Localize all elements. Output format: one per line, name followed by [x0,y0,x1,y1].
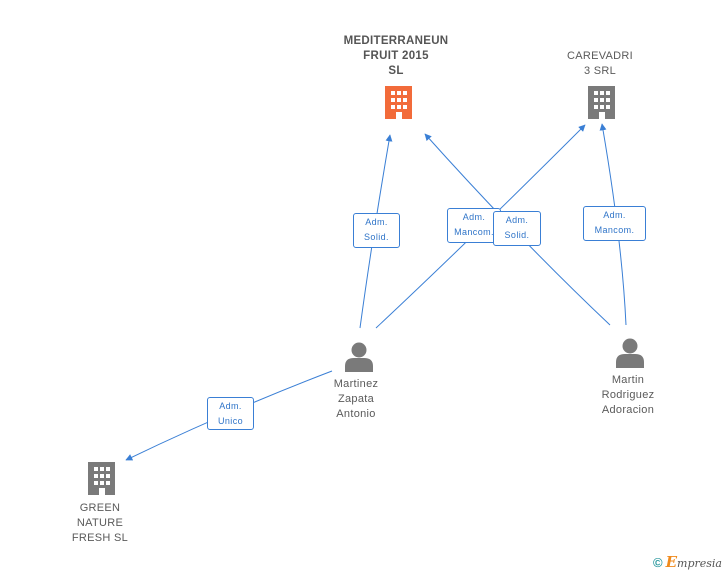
person-icon[interactable] [616,338,644,369]
empresia-logo[interactable]: Empresia [665,553,722,571]
edge-label-adm-mancom[interactable]: Adm. Mancom. [583,206,646,241]
person-icon[interactable] [345,342,373,373]
company-label-mediterraneun[interactable]: MEDITERRANEUN FRUIT 2015 SL [343,35,449,77]
person-label-martinez[interactable]: Martinez Zapata Antonio [333,378,379,420]
edge-label-adm-unico[interactable]: Adm. Unico [207,397,254,430]
building-icon[interactable] [588,86,615,119]
edge-label-adm-solid[interactable]: Adm. Solid. [493,211,541,246]
building-icon[interactable] [385,86,412,119]
building-icon[interactable] [88,462,115,495]
person-label-martin[interactable]: Martin Rodriguez Adoracion [601,374,655,416]
brand-footer: © Empresia [653,553,722,571]
edge-label-adm-solid[interactable]: Adm. Solid. [353,213,400,248]
company-label-green-nature[interactable]: GREEN NATURE FRESH SL [71,502,129,544]
company-label-carevadri[interactable]: CAREVADRI 3 SRL [566,50,634,77]
copyright-symbol: © [653,554,663,570]
